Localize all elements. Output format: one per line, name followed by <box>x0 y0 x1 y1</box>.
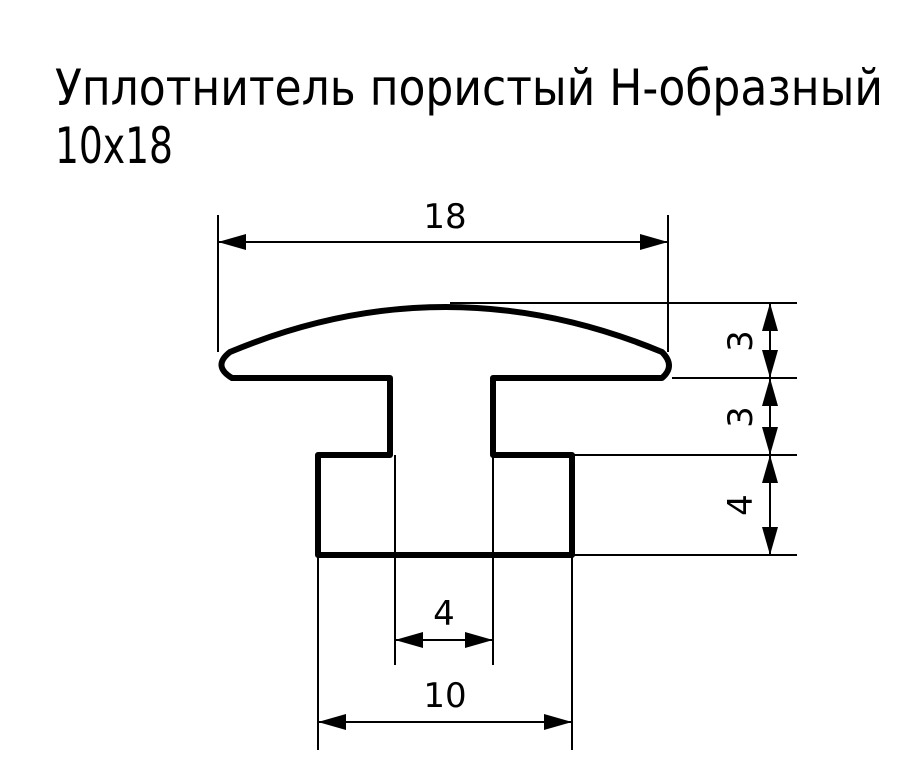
seal-profile <box>218 304 672 558</box>
dim-label-stem-width: 4 <box>433 594 455 634</box>
dim-label-base-height: 4 <box>721 494 761 516</box>
dim-label-base-width: 10 <box>423 676 466 716</box>
extension-lines <box>217 215 797 750</box>
title-line-1: Уплотнитель пористый Н-образный <box>55 59 883 117</box>
dim-label-width-top: 18 <box>423 197 466 237</box>
dimension-lines <box>218 234 778 730</box>
dim-label-stem-height: 3 <box>721 406 761 428</box>
title-line-2: 10x18 <box>55 117 173 175</box>
dim-label-cap-height: 3 <box>721 330 761 352</box>
